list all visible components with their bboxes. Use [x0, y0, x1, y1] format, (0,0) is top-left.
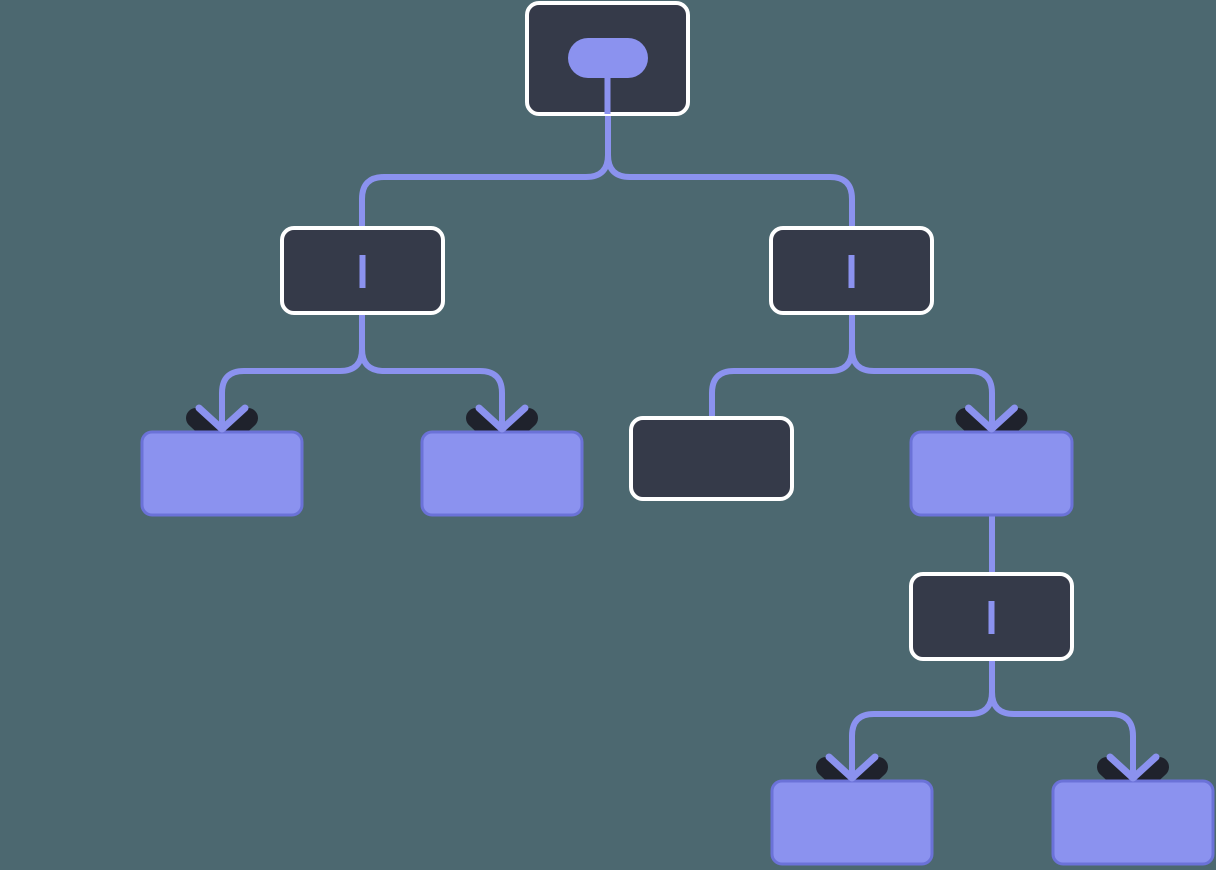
root-node[interactable] — [525, 1, 690, 116]
link-root-to-right — [605, 114, 855, 242]
leaf-node-2-body[interactable] — [420, 430, 584, 517]
link-root-to-left — [359, 114, 611, 242]
arrowhead-leaf-node-2 — [475, 404, 529, 433]
branch-node-purple-body[interactable] — [909, 430, 1074, 517]
empty-dark-node[interactable] — [629, 416, 794, 501]
arrowhead-leaf-node-1 — [195, 404, 249, 433]
leaf-node-3-body[interactable] — [770, 779, 934, 866]
arrowhead-leaf-node-4 — [1106, 753, 1160, 782]
leaf-node-4-body[interactable] — [1051, 779, 1215, 866]
leaf-node-3[interactable] — [770, 779, 934, 866]
leaf-node-1-body[interactable] — [140, 430, 304, 517]
link-right-to-purple — [849, 313, 995, 446]
leaf-node-4[interactable] — [1051, 779, 1215, 866]
root-node-pill-icon — [568, 38, 648, 78]
empty-dark-node-body[interactable] — [629, 416, 794, 501]
leaf-node-1[interactable] — [140, 430, 304, 517]
node-layer — [140, 1, 1215, 866]
link-left-to-leaf2 — [359, 313, 505, 446]
link-right-to-empty — [709, 313, 855, 432]
arrowhead-layer — [195, 404, 1160, 782]
branch-node-purple[interactable] — [909, 430, 1074, 517]
branch-node-left[interactable] — [280, 226, 445, 315]
sub-branch-node-dark[interactable] — [909, 572, 1074, 661]
link-layer — [219, 114, 1136, 795]
arrowhead-leaf-node-3 — [825, 753, 879, 782]
arrowhead-branch-node-purple — [965, 404, 1018, 433]
leaf-node-2[interactable] — [420, 430, 584, 517]
branch-node-right[interactable] — [769, 226, 934, 315]
link-dark-to-leaf4 — [989, 659, 1136, 795]
